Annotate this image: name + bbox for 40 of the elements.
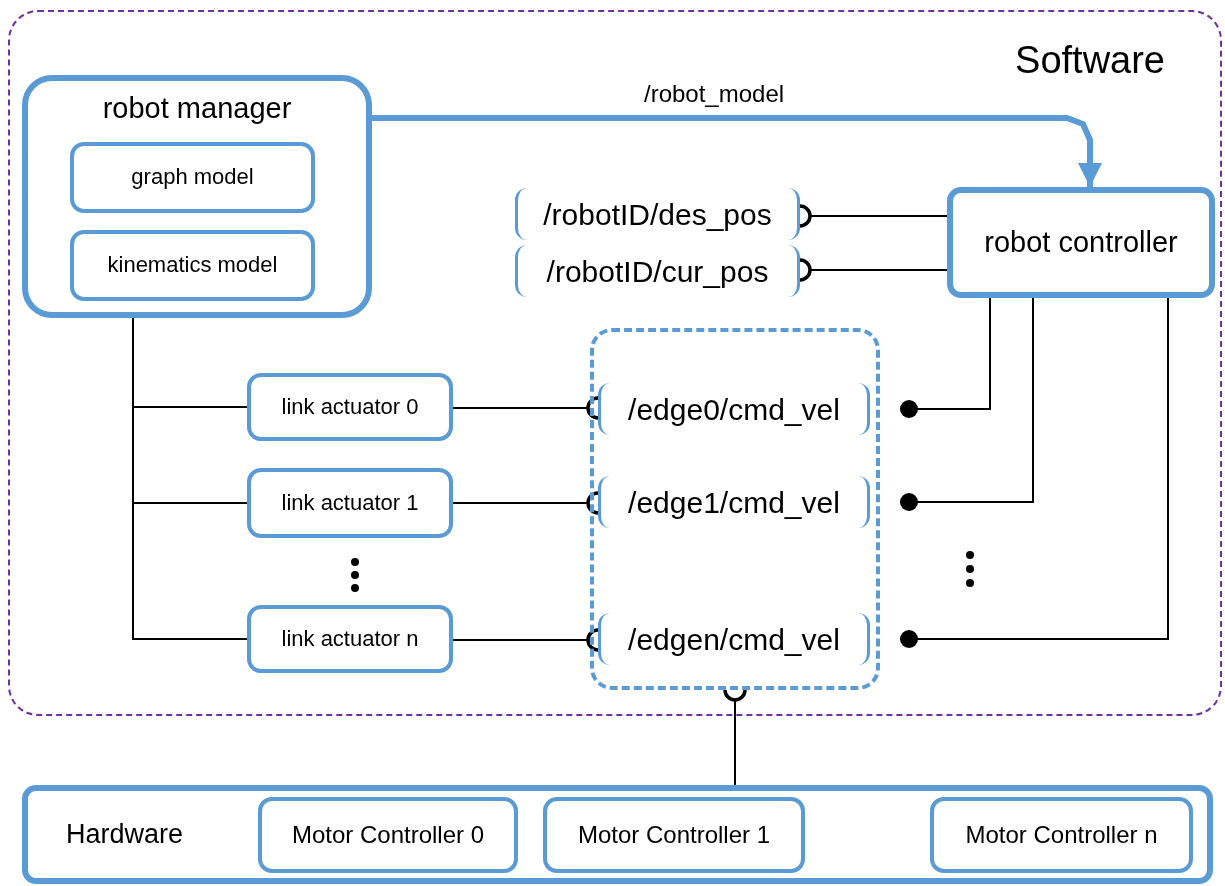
connector-line	[899, 297, 991, 418]
component-box	[258, 797, 518, 873]
component-box	[22, 75, 372, 318]
component-box	[247, 605, 453, 673]
component-box	[543, 797, 805, 873]
connector-line	[452, 491, 600, 515]
topic-name: /robotID/des_pos	[543, 197, 772, 231]
component-box	[70, 230, 315, 301]
topic-name: /edge1/cmd_vel	[628, 485, 840, 519]
hardware-band	[22, 785, 1213, 884]
section-title: Hardware	[66, 819, 184, 850]
component-label: robot controller	[984, 226, 1178, 259]
component-label: kinematics model	[107, 253, 278, 278]
section-title: Software	[1015, 40, 1165, 82]
component-box	[247, 468, 453, 538]
component-label: link actuator 0	[281, 394, 419, 420]
connector-line	[452, 396, 600, 420]
component-box	[947, 187, 1215, 298]
topic-name: /edgen/cmd_vel	[628, 622, 840, 656]
component-label: Motor Controller 1	[577, 821, 771, 849]
connector-line	[899, 297, 1169, 648]
component-label: link actuator 1	[281, 490, 419, 516]
connector-line	[798, 204, 948, 228]
connector-line	[798, 258, 948, 282]
component-box	[247, 373, 453, 441]
topic-name: /robotID/cur_pos	[546, 254, 769, 288]
connector-line	[723, 688, 747, 786]
component-label: robot manager	[102, 93, 292, 125]
component-label: link actuator n	[281, 626, 419, 652]
topic-name: /edge0/cmd_vel	[628, 392, 840, 426]
component-box	[930, 797, 1193, 873]
component-label: graph model	[131, 165, 254, 190]
software-region	[8, 10, 1222, 716]
component-label: Motor Controller 0	[291, 821, 485, 849]
dashed-box	[590, 328, 880, 690]
component-label: Motor Controller n	[965, 821, 1158, 849]
component-box	[70, 142, 315, 213]
connector-line	[899, 297, 1034, 511]
connector-line	[452, 628, 600, 652]
thick-arrow	[372, 115, 1102, 187]
